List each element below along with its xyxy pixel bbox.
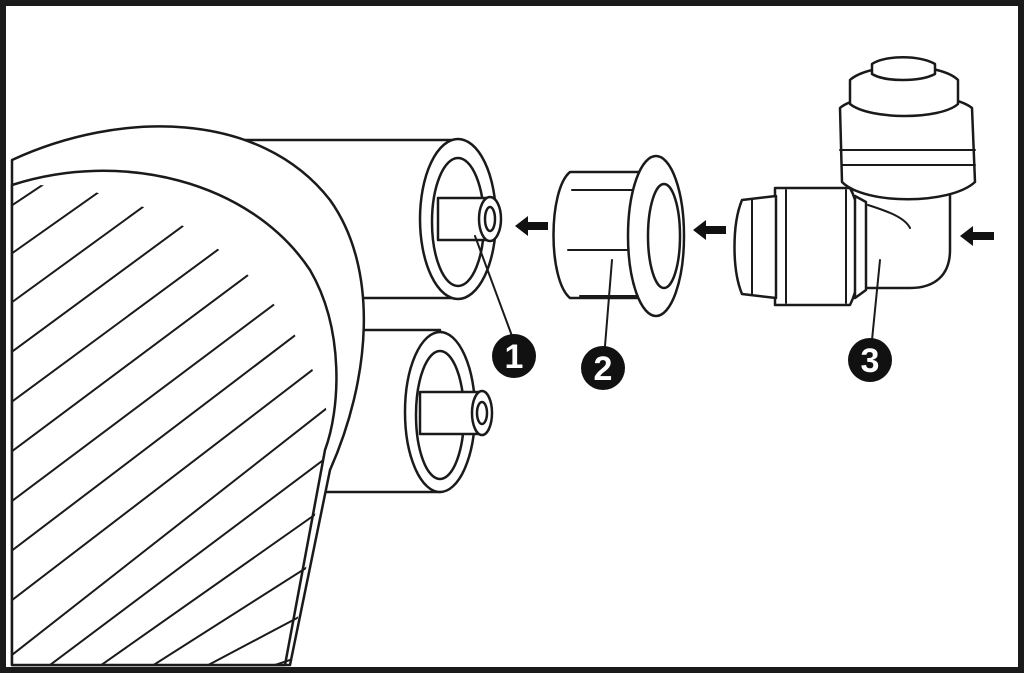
callout-badge-2: 2 [581, 346, 625, 390]
insert-sleeve [552, 154, 686, 318]
svg-text:2: 2 [594, 350, 613, 388]
svg-text:1: 1 [505, 338, 524, 376]
inner-tube-upper [436, 195, 503, 243]
leader-line-2 [604, 259, 613, 347]
leader-line-1 [474, 235, 513, 337]
insert-arrow-icon [960, 226, 994, 246]
callout-badge-1: 1 [492, 334, 536, 378]
svg-text:3: 3 [861, 342, 880, 380]
insert-arrow-icon [515, 216, 548, 236]
insert-arrow-icon [693, 220, 726, 240]
leader-line-3 [871, 259, 881, 341]
callout-badge-3: 3 [848, 338, 892, 382]
insulated-pipe [10, 125, 503, 667]
insulation-hatching [12, 184, 330, 665]
elbow-fitting [733, 56, 977, 307]
inner-tube-lower [418, 389, 494, 437]
